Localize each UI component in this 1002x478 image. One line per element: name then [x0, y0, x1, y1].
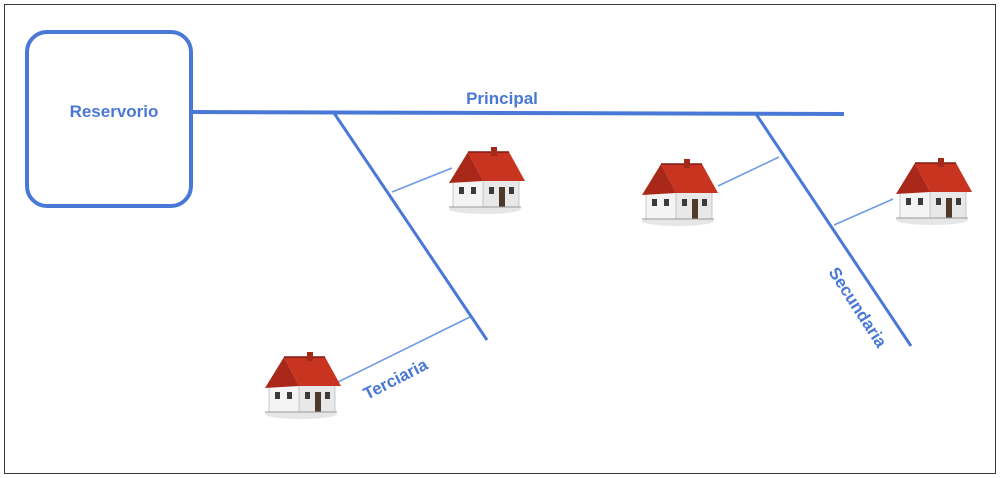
secondary-line-label: Secundaria [825, 264, 891, 352]
diagram-frame [4, 4, 996, 474]
secondary-line [754, 113, 913, 347]
tertiary-line-label: Terciaria [360, 355, 431, 404]
reservoir-box [25, 30, 193, 208]
main-line-label: Principal [466, 89, 538, 108]
house-icon [641, 158, 719, 227]
main-line [190, 110, 845, 116]
house-icon [448, 146, 526, 215]
connection-line-4 [833, 198, 894, 226]
tertiary-line [331, 316, 471, 386]
reservoir-label: Reservorio [70, 102, 159, 121]
connection-line-1 [391, 167, 453, 193]
connection-line-3 [717, 156, 780, 187]
left-branch-line [332, 112, 489, 341]
house-icon [895, 157, 973, 226]
house-icon [264, 351, 342, 420]
